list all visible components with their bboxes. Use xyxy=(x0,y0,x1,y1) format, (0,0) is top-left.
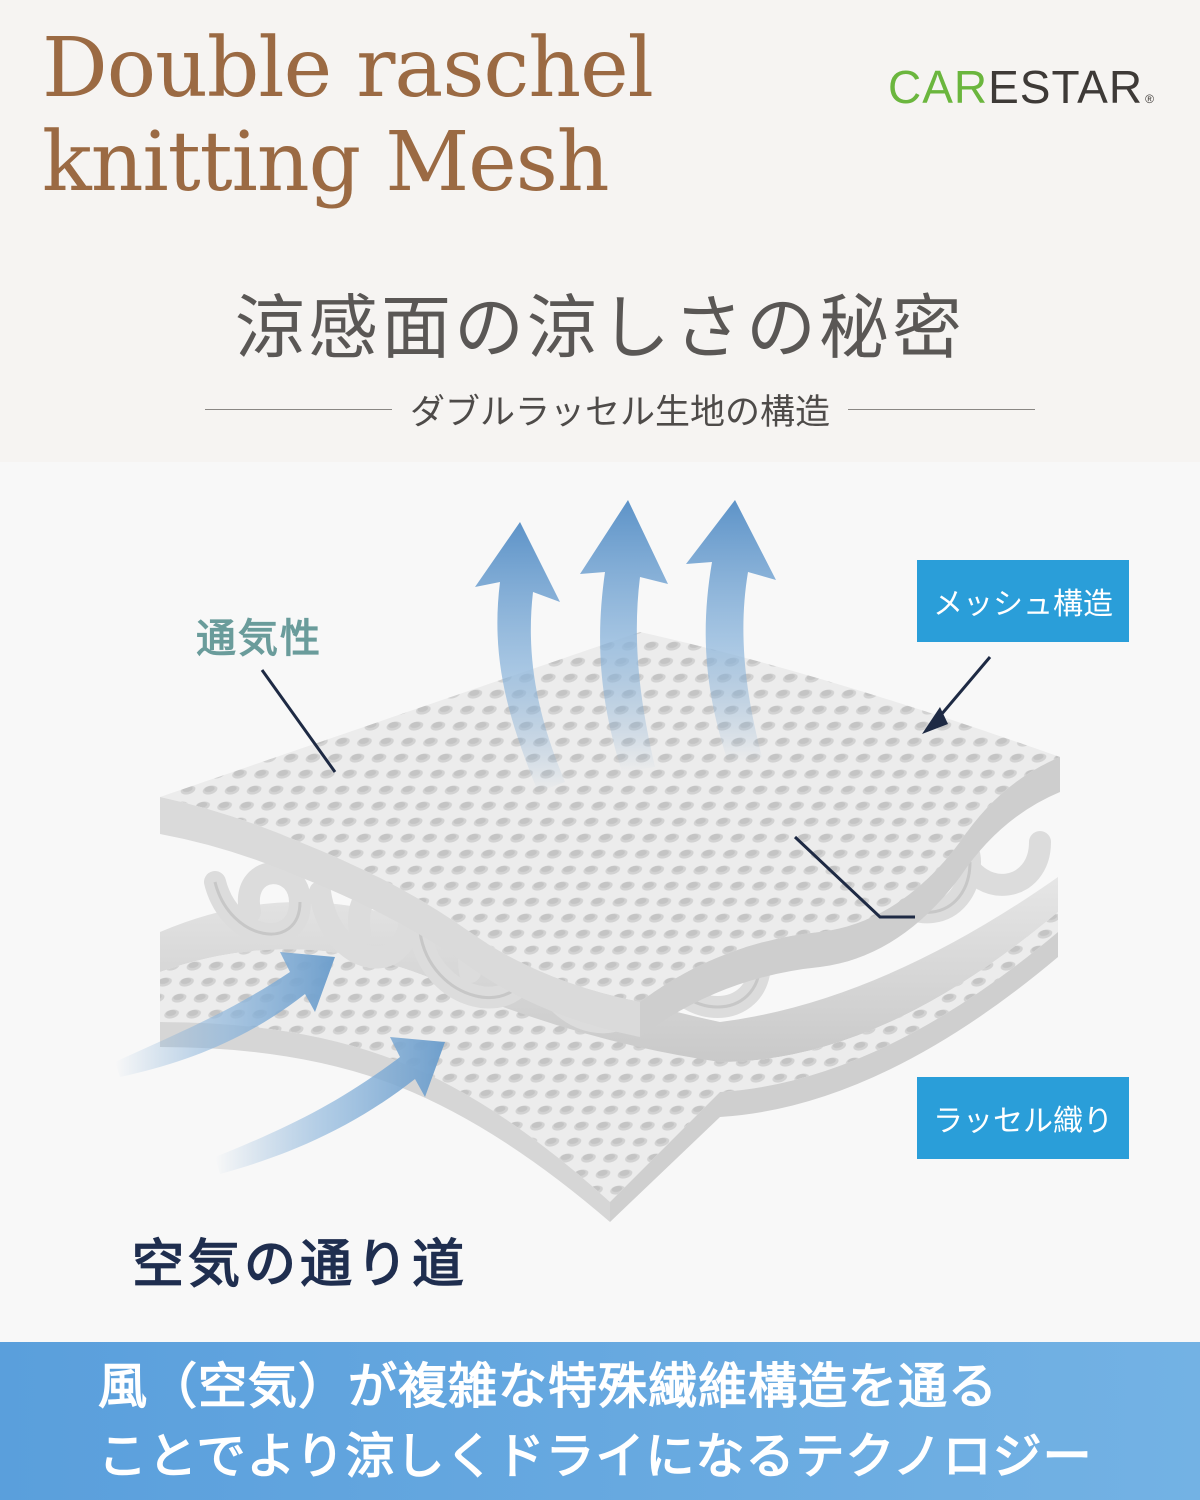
divider-left xyxy=(205,408,392,410)
callout-leaders xyxy=(260,656,992,919)
registered-mark: ® xyxy=(1145,92,1155,106)
top-mesh-layer xyxy=(160,632,1060,1037)
title-line-2: knitting Mesh xyxy=(42,115,610,210)
logo-part-2: ESTAR xyxy=(988,61,1144,113)
page-title: Double raschel knitting Mesh xyxy=(42,21,654,210)
banner-line-1: 風（空気）が複雑な特殊繊維構造を通る xyxy=(98,1358,999,1415)
banner-line-2: ことでより涼しくドライになるテクノロジー xyxy=(98,1428,1093,1485)
bottom-banner: 風（空気）が複雑な特殊繊維構造を通る ことでより涼しくドライになるテクノロジー xyxy=(0,1342,1200,1500)
upward-air-arrows xyxy=(475,500,776,792)
logo-part-1: CAR xyxy=(888,61,989,113)
raschel-knit-callout: ラッセル織り xyxy=(917,1077,1129,1159)
breathability-label: 通気性 xyxy=(196,616,322,662)
divider-right xyxy=(848,408,1036,410)
subheadline: ダブルラッセル生地の構造 xyxy=(205,384,1036,434)
side-air-arrows xyxy=(115,952,445,1174)
mesh-structure-callout: メッシュ構造 xyxy=(917,560,1129,642)
fabric-structure-graphic xyxy=(115,500,1060,1222)
headline: 涼感面の涼しさの秘密 xyxy=(235,287,965,369)
air-passage-label: 空気の通り道 xyxy=(132,1235,469,1295)
brand-logo: CARESTAR® xyxy=(888,60,1155,114)
subheadline-text: ダブルラッセル生地の構造 xyxy=(410,392,831,433)
title-line-1: Double raschel xyxy=(42,21,654,116)
arrowhead-icon xyxy=(922,707,948,734)
